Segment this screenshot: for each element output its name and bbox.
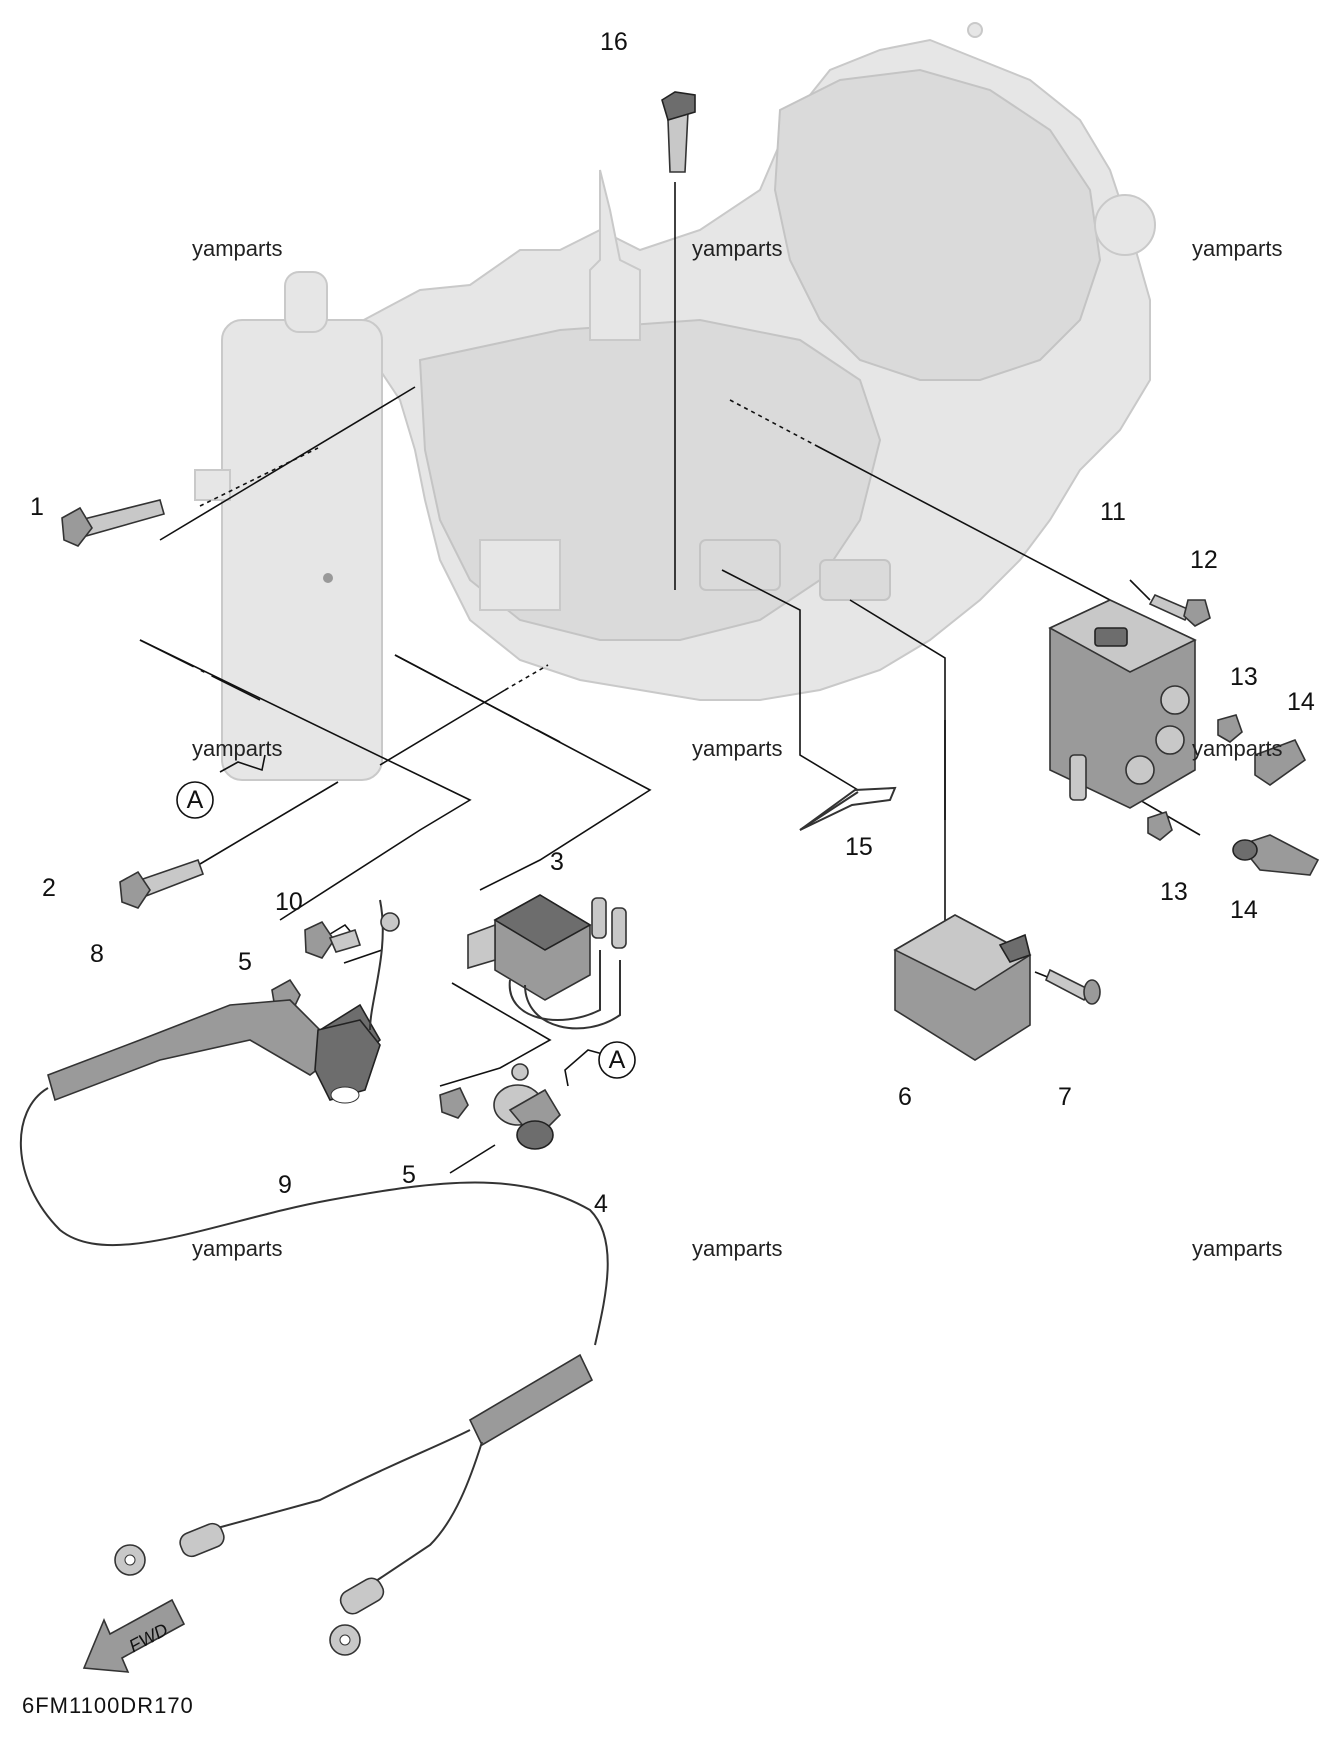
callout-15: 15 xyxy=(845,833,873,861)
cable-tie-part-15 xyxy=(799,786,897,831)
screw-part-7 xyxy=(1044,968,1101,1005)
watermark: yamparts xyxy=(692,1236,782,1261)
svg-text:A: A xyxy=(187,786,204,814)
watermarks: yamparts yamparts yamparts yamparts yamp… xyxy=(192,236,1282,1261)
callout-1: 1 xyxy=(30,493,44,521)
watermark: yamparts xyxy=(1192,236,1282,261)
watermark: yamparts xyxy=(192,236,282,261)
callout-12: 12 xyxy=(1190,546,1218,574)
callout-10: 10 xyxy=(275,888,303,916)
ignition-coil xyxy=(194,271,383,781)
watermark: yamparts xyxy=(692,736,782,761)
bolt-part-1 xyxy=(61,499,165,547)
callout-13b: 13 xyxy=(1160,878,1188,906)
callout-2: 2 xyxy=(42,874,56,902)
diagram-code: 6FM1100DR170 xyxy=(22,1693,194,1718)
callout-3: 3 xyxy=(550,848,564,876)
marker-a-1: A xyxy=(176,781,214,819)
callout-14b: 14 xyxy=(1230,896,1258,924)
nut-part-13-lower xyxy=(1147,810,1173,841)
boot-part-9 xyxy=(314,1019,381,1104)
engine-block xyxy=(343,22,1156,701)
callout-labels: 1 2 3 4 5 5 6 7 8 9 10 11 12 13 13 14 14… xyxy=(30,28,1315,1218)
connector-part-16 xyxy=(661,91,696,173)
nut-part-5-lower xyxy=(439,1087,469,1119)
relay-part-3 xyxy=(467,894,627,1030)
cap-part-14-upper xyxy=(1254,738,1307,786)
cap-part-14-lower xyxy=(1232,834,1320,876)
callout-14a: 14 xyxy=(1287,688,1315,716)
callout-16: 16 xyxy=(600,28,628,56)
bolt-part-10 xyxy=(304,899,400,1031)
nut-part-13-upper xyxy=(1217,714,1243,743)
watermark: yamparts xyxy=(1192,736,1282,761)
callout-5b: 5 xyxy=(402,1161,416,1189)
fuse-block-part-11 xyxy=(1048,599,1197,809)
callout-6: 6 xyxy=(898,1083,912,1111)
svg-text:A: A xyxy=(609,1046,626,1074)
watermark: yamparts xyxy=(192,1236,282,1261)
watermark: yamparts xyxy=(692,236,782,261)
callout-5a: 5 xyxy=(238,948,252,976)
marker-a-2: A xyxy=(598,1041,636,1079)
bolt-part-2 xyxy=(119,858,205,909)
fwd-arrow-icon: FWD xyxy=(82,1598,186,1673)
callout-9: 9 xyxy=(278,1171,292,1199)
callout-13a: 13 xyxy=(1230,663,1258,691)
callout-11: 11 xyxy=(1100,498,1126,526)
callout-4: 4 xyxy=(594,1190,608,1218)
watermark: yamparts xyxy=(192,736,282,761)
watermark: yamparts xyxy=(1192,1236,1282,1261)
callout-8: 8 xyxy=(90,940,104,968)
rectifier-part-6 xyxy=(893,914,1032,1061)
terminal-cover-part-4 xyxy=(493,1063,562,1150)
callout-7: 7 xyxy=(1058,1083,1072,1111)
bolt-part-12 xyxy=(1148,593,1211,627)
